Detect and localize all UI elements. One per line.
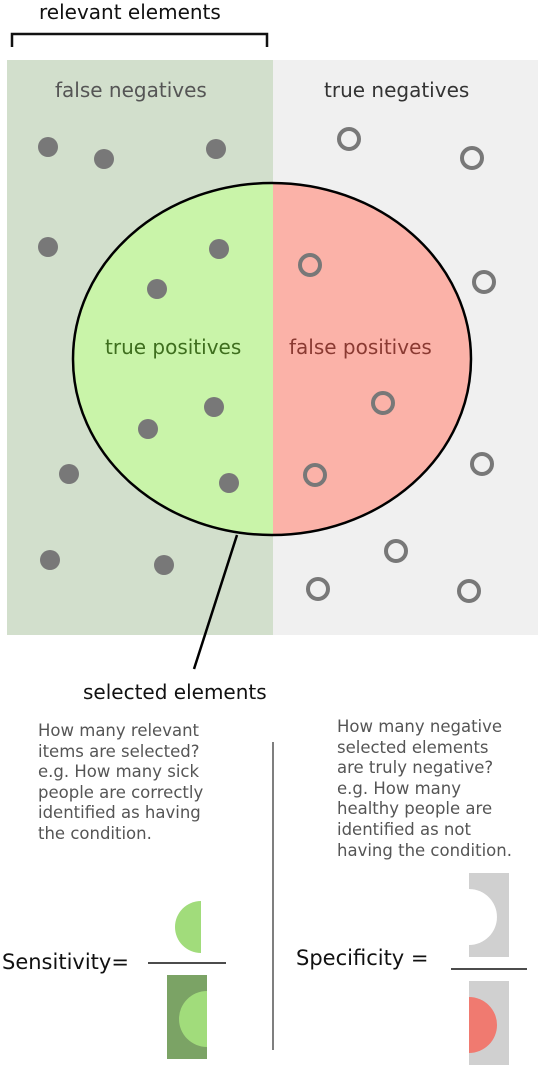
- specificity-label: Specificity =: [296, 946, 429, 970]
- relevant-dot: [206, 139, 226, 159]
- specificity-numerator-half: [469, 889, 497, 945]
- false-positive-area: [273, 183, 471, 535]
- relevant-dot: [147, 279, 167, 299]
- true-positive-area: [73, 183, 273, 535]
- relevant-dot: [94, 149, 114, 169]
- sensitivity-description: How many relevant items are selected? e.…: [38, 721, 204, 843]
- relevant-bracket: [10, 32, 269, 47]
- false-positives-label: false positives: [289, 335, 432, 359]
- sensitivity-label: Sensitivity=: [2, 950, 129, 974]
- sensitivity-denominator-half: [179, 991, 207, 1047]
- relevant-dot: [38, 237, 58, 257]
- false-negatives-label: false negatives: [55, 78, 207, 102]
- relevant-elements-label: relevant elements: [39, 0, 221, 24]
- relevant-dot: [138, 419, 158, 439]
- true-negatives-label: true negatives: [324, 78, 470, 102]
- negative-dot: [457, 579, 481, 603]
- negative-dot: [472, 270, 496, 294]
- sensitivity-numerator-icon: [175, 901, 201, 953]
- negative-dot: [337, 127, 361, 151]
- negative-dot: [470, 452, 494, 476]
- relevant-dot: [209, 239, 229, 259]
- relevant-dots: [38, 137, 239, 575]
- relevant-dot: [154, 555, 174, 575]
- negative-dot: [306, 577, 330, 601]
- specificity-denominator-half: [469, 997, 497, 1053]
- negative-dot: [298, 253, 322, 277]
- negative-dot: [460, 146, 484, 170]
- selected-pointer-line: [192, 534, 239, 670]
- relevant-dot: [219, 473, 239, 493]
- negative-dot: [371, 391, 395, 415]
- negative-dot: [303, 463, 327, 487]
- relevant-dot: [59, 464, 79, 484]
- specificity-description: How many negative selected elements are …: [337, 717, 512, 860]
- selected-ellipse-outline: [71, 181, 473, 537]
- relevant-dot: [40, 550, 60, 570]
- true-positives-label: true positives: [105, 335, 242, 359]
- relevant-dot: [204, 397, 224, 417]
- negative-dot: [384, 539, 408, 563]
- relevant-dot: [38, 137, 58, 157]
- selected-elements-label: selected elements: [83, 680, 267, 704]
- negative-dots: [298, 127, 496, 603]
